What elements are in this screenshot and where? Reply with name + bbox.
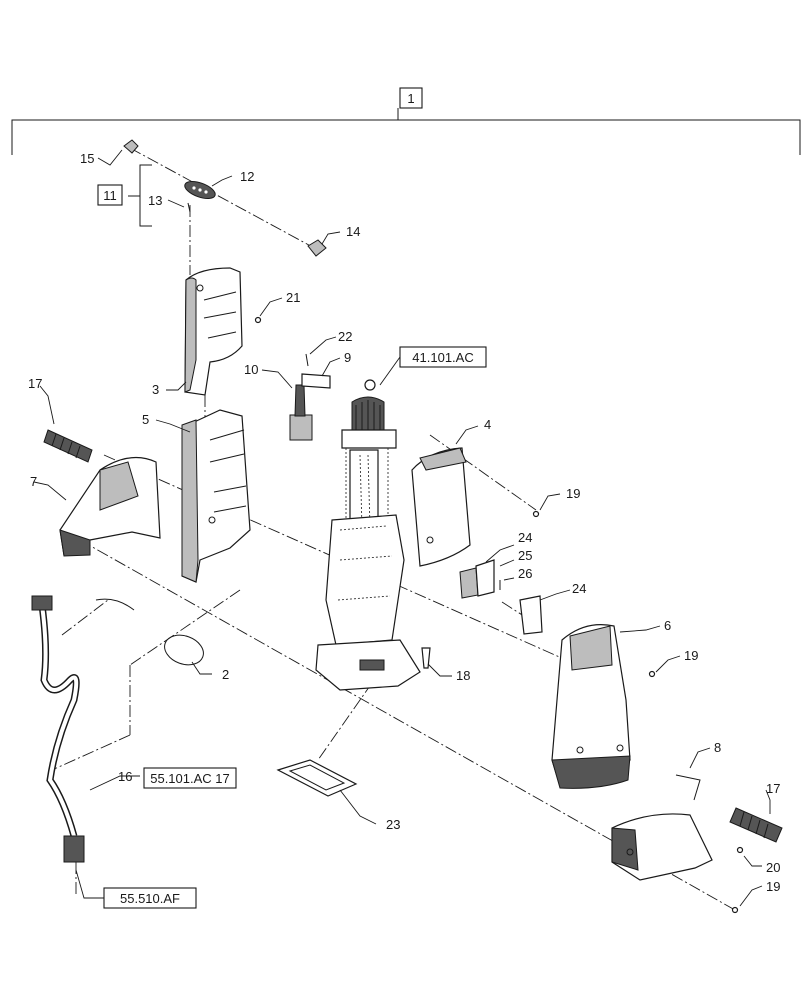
callout-19-a: 19 xyxy=(566,486,580,501)
part-5-lower-shell xyxy=(181,409,251,583)
part-23-gasket xyxy=(276,759,358,797)
callout-13: 13 xyxy=(148,193,162,208)
harness-tie xyxy=(95,598,135,611)
callout-19-c: 19 xyxy=(766,879,780,894)
part-17-grip-left xyxy=(43,429,93,463)
callout-8: 8 xyxy=(714,740,721,755)
callout-17-right: 17 xyxy=(766,781,780,796)
reference-boxes: 41.101.AC 55.101.AC 17 55.510.AF xyxy=(75,346,487,909)
callout-9: 9 xyxy=(344,350,351,365)
callout-26: 26 xyxy=(518,566,532,581)
reference-55-510-label: 55.510.AF xyxy=(120,891,180,906)
callout-16: 16 xyxy=(118,769,132,784)
part-2-cable-tie xyxy=(164,634,204,666)
callout-24-b: 24 xyxy=(572,581,586,596)
part-4-rear-cover xyxy=(411,447,471,567)
part-13-pin xyxy=(187,202,191,213)
part-15-cap xyxy=(123,139,139,154)
callout-25: 25 xyxy=(518,548,532,563)
callout-24-a: 24 xyxy=(518,530,532,545)
callout-14: 14 xyxy=(346,224,360,239)
callout-7: 7 xyxy=(30,474,37,489)
screws xyxy=(254,316,744,914)
part-16-harness xyxy=(31,595,85,863)
reference-55-101-label: 55.101.AC 17 xyxy=(150,771,230,786)
callout-labels: 15 12 13 14 21 3 22 9 10 17 5 4 7 19 24 … xyxy=(28,151,780,894)
callout-4: 4 xyxy=(484,417,491,432)
part-17-grip-right xyxy=(729,807,783,843)
callout-22: 22 xyxy=(338,329,352,344)
callout-5: 5 xyxy=(142,412,149,427)
callout-12: 12 xyxy=(240,169,254,184)
part-14-clip xyxy=(307,239,327,257)
callout-6: 6 xyxy=(664,618,671,633)
callout-15: 15 xyxy=(80,151,94,166)
part-7-left-shroud xyxy=(59,456,161,557)
reference-41-label: 41.101.AC xyxy=(412,350,473,365)
callout-23: 23 xyxy=(386,817,400,832)
subassembly-11-bracket: 11 xyxy=(97,164,152,227)
part-9-bracket xyxy=(301,353,331,389)
callout-3: 3 xyxy=(152,382,159,397)
part-6-right-housing xyxy=(551,624,631,789)
part-8-right-shroud xyxy=(611,774,713,881)
part-3-upper-shell xyxy=(184,267,243,396)
part-10-switch xyxy=(289,384,313,441)
callout-18: 18 xyxy=(456,668,470,683)
part-12-button-pad xyxy=(184,180,216,200)
assembly-bracket: 1 xyxy=(11,87,801,155)
callout-20: 20 xyxy=(766,860,780,875)
callout-10: 10 xyxy=(244,362,258,377)
callout-19-b: 19 xyxy=(684,648,698,663)
callout-21: 21 xyxy=(286,290,300,305)
subassembly-ref-label: 11 xyxy=(103,188,117,203)
callout-17-left: 17 xyxy=(28,376,42,391)
control-column xyxy=(315,379,421,691)
assembly-ref-label: 1 xyxy=(407,91,414,106)
callout-leaders xyxy=(33,149,771,907)
part-24-25-26-clips xyxy=(459,559,543,635)
callout-2: 2 xyxy=(222,667,229,682)
